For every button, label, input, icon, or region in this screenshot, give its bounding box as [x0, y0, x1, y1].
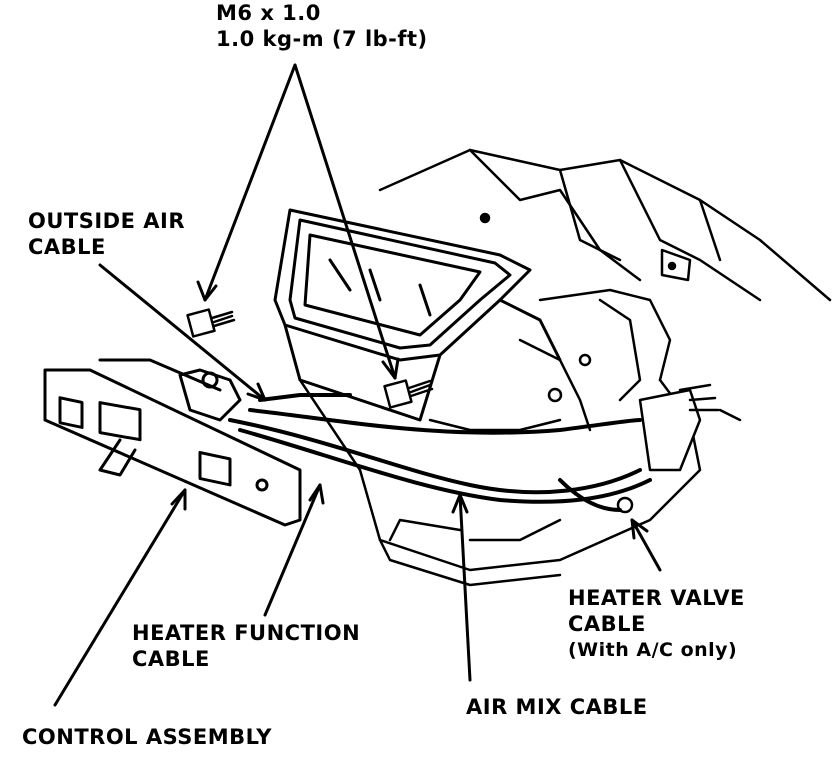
- heater-valve: [616, 383, 742, 514]
- heater-function-cable-label: HEATER FUNCTION CABLE: [132, 620, 360, 672]
- air-mix-cable-text: AIR MIX CABLE: [466, 695, 648, 719]
- heater-valve-cable-line2: CABLE: [568, 612, 646, 636]
- control-assembly-label: CONTROL ASSEMBLY: [22, 724, 272, 750]
- bolt-right: [383, 379, 434, 409]
- control-assembly-panel: [43, 358, 302, 527]
- heater-duct-housing: [273, 208, 562, 422]
- heater-valve-cable-label: HEATER VALVE CABLE (With A/C only): [568, 585, 745, 663]
- air-mix-cable-label: AIR MIX CABLE: [466, 694, 648, 720]
- heater-function-cable-line1: HEATER FUNCTION: [132, 621, 361, 645]
- bolt-left: [186, 308, 236, 338]
- outside-air-cable-line1: OUTSIDE AIR: [28, 209, 185, 233]
- outside-air-cable-line2: CABLE: [28, 235, 106, 259]
- fastener-upper-right: [479, 212, 692, 282]
- dashboard-outline: [378, 148, 832, 302]
- control-assembly-text: CONTROL ASSEMBLY: [22, 725, 273, 749]
- outside-air-cable-label: OUTSIDE AIR CABLE: [28, 208, 185, 260]
- bolt-spec-label: M6 x 1.0 1.0 kg-m (7 lb-ft): [216, 0, 428, 52]
- leader-lines: [53, 63, 662, 707]
- cable-bundle: [228, 393, 652, 512]
- heater-function-cable-line2: CABLE: [132, 647, 210, 671]
- heater-valve-cable-line1: HEATER VALVE: [568, 586, 745, 610]
- heater-valve-cable-line3: (With A/C only): [568, 639, 738, 661]
- bolt-spec-line1: M6 x 1.0: [216, 1, 321, 25]
- bolt-spec-line2: 1.0 kg-m (7 lb-ft): [216, 27, 428, 51]
